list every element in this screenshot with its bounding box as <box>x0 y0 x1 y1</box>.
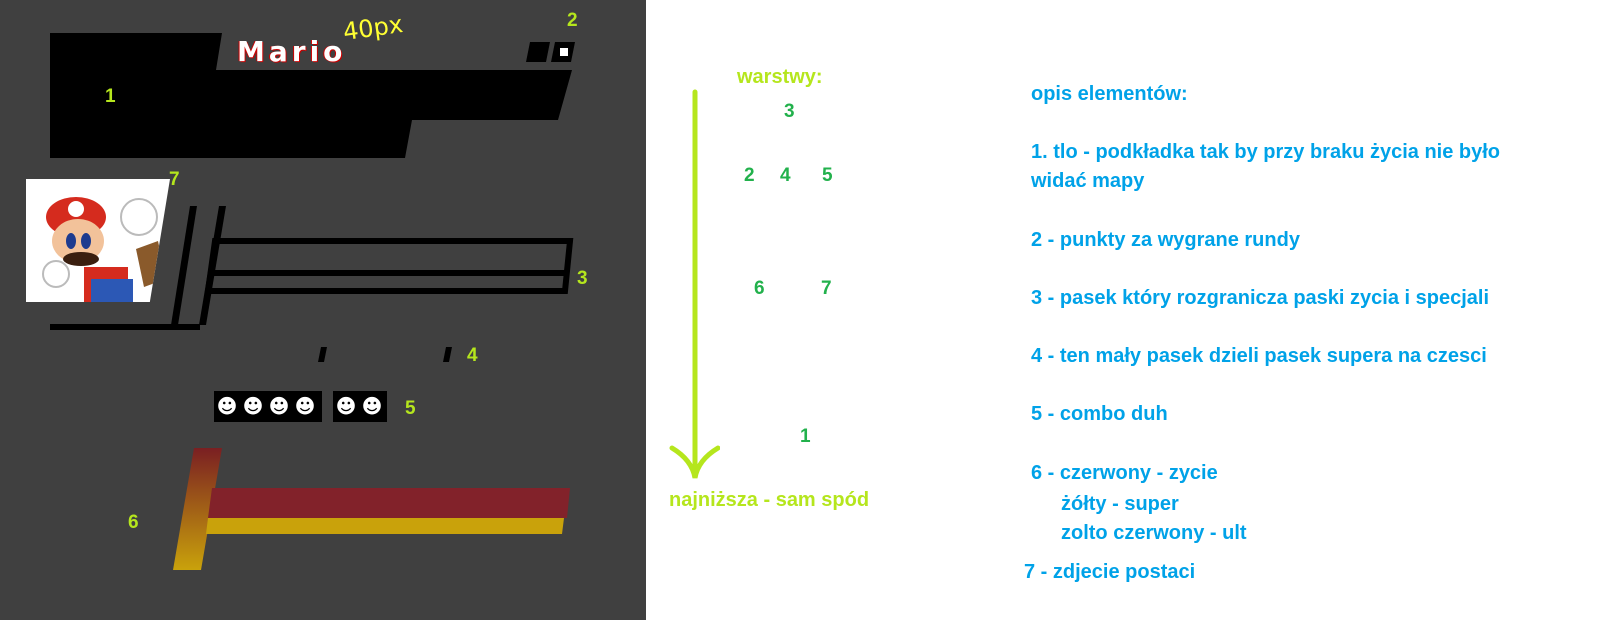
separator-bars <box>50 206 574 330</box>
layer-3: 3 <box>784 101 795 122</box>
mario-portrait-icon <box>42 197 166 302</box>
layer-7: 7 <box>821 278 832 299</box>
label-1: 1 <box>105 86 116 107</box>
layers-bottom-label: najniższa - sam spód <box>669 489 870 511</box>
layer-5: 5 <box>822 165 833 186</box>
desc-line-1a: 1. tlo - podkładka tak by przy braku życ… <box>1031 141 1501 163</box>
combo-figure-icon: ☻ <box>216 394 238 418</box>
down-arrow-icon <box>669 89 720 479</box>
layer-6: 6 <box>754 278 765 299</box>
combo-figure-icon: ☻ <box>242 394 264 418</box>
hud-mockup-panel: Mario 40px ☻☻☻☻ ☻☻ 1 2 3 4 5 6 7 <box>0 0 646 620</box>
health-bar <box>208 488 570 518</box>
desc-line-6b: żółty - super <box>1061 493 1179 515</box>
label-6: 6 <box>128 512 139 533</box>
bars-group <box>173 448 570 570</box>
desc-title: opis elementów: <box>1031 83 1188 105</box>
desc-line-4: 4 - ten mały pasek dzieli pasek supera n… <box>1031 345 1487 367</box>
desc-line-6c: zolto czerwony - ult <box>1061 522 1247 544</box>
hud-background-plate <box>50 33 575 158</box>
label-5: 5 <box>405 398 416 419</box>
ult-bar <box>173 448 222 570</box>
desc-line-2: 2 - punkty za wygrane rundy <box>1031 229 1300 251</box>
label-7: 7 <box>169 169 180 190</box>
layer-1: 1 <box>800 426 811 447</box>
layer-4: 4 <box>780 165 791 186</box>
combo-figure-icon: ☻ <box>335 394 357 418</box>
layers-title: warstwy: <box>737 66 823 88</box>
desc-line-1b: widać mapy <box>1031 170 1145 192</box>
desc-line-3: 3 - pasek który rozgranicza paski zycia … <box>1031 287 1489 309</box>
combo-figure-icon: ☻ <box>294 394 316 418</box>
desc-line-7: 7 - zdjecie postaci <box>1024 561 1196 583</box>
combo-group-2: ☻☻ <box>333 391 387 422</box>
combo-figure-icon: ☻ <box>361 394 383 418</box>
combo-figure-icon: ☻ <box>268 394 290 418</box>
label-2: 2 <box>567 10 578 31</box>
label-4: 4 <box>467 345 478 366</box>
combo-group-1: ☻☻☻☻ <box>214 391 322 422</box>
layer-2: 2 <box>744 165 755 186</box>
player-name: Mario <box>237 35 347 68</box>
desc-line-6a: 6 - czerwony - zycie <box>1031 462 1218 484</box>
label-3: 3 <box>577 268 588 289</box>
character-portrait <box>26 179 170 302</box>
super-bar <box>206 518 564 534</box>
super-dividers <box>318 347 452 362</box>
desc-line-5: 5 - combo duh <box>1031 403 1168 425</box>
